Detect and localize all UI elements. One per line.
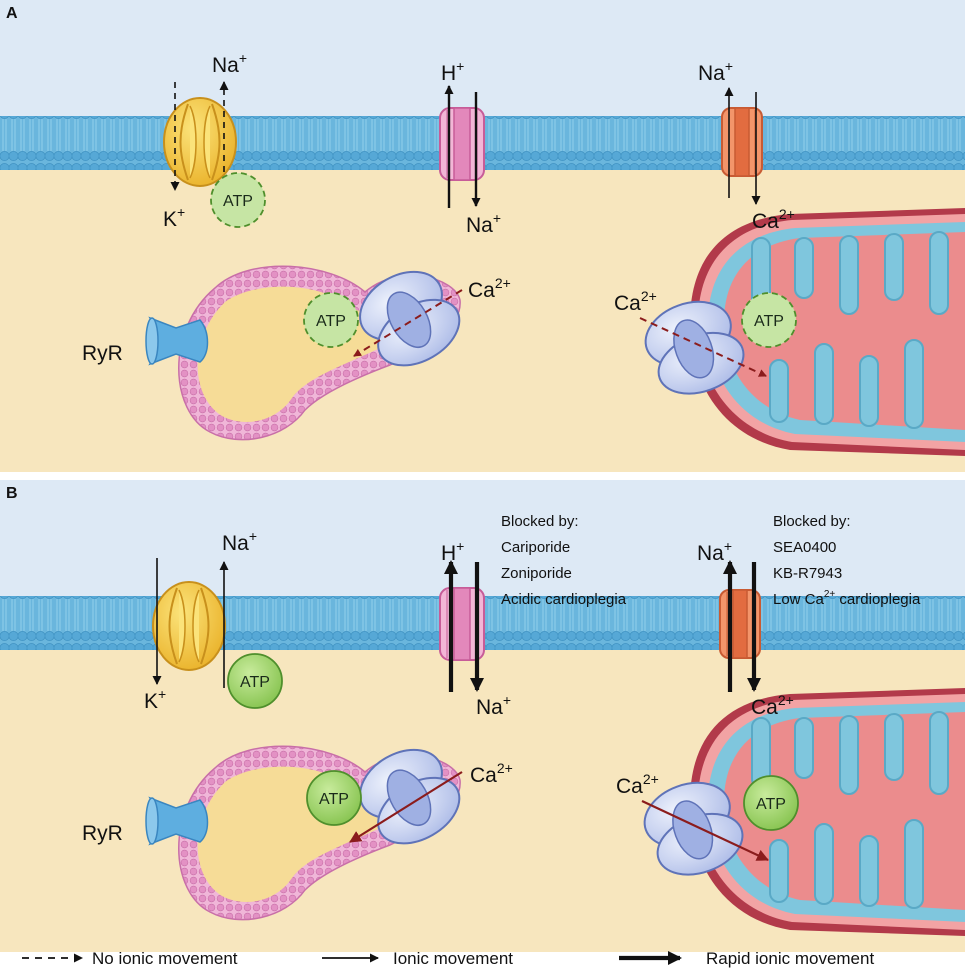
legend-item-solid: Ionic movement (322, 949, 513, 968)
sr-ca-dashed-arrow (353, 289, 463, 357)
mitochondrion (689, 207, 965, 457)
atp-label-serca: ATP (316, 313, 346, 330)
atp-circle-serca (306, 770, 362, 826)
svg-text:KB-R7943: KB-R7943 (773, 565, 842, 582)
nhe-bottom-ion: Na+ (466, 210, 501, 237)
nhe-top-ion: H+ (441, 58, 464, 85)
ncx-top-ion: Na+ (697, 538, 732, 565)
svg-text:Low Ca2+ cardioplegia: Low Ca2+ cardioplegia (773, 589, 921, 608)
atp-label-mito: ATP (756, 796, 786, 813)
legend-item-dashed: No ionic movement (22, 949, 238, 968)
ryr-label: RyR (82, 822, 123, 845)
panel-letter-a: A (6, 5, 18, 22)
atp-label-mito: ATP (754, 313, 784, 330)
mito-ca-arrow (641, 800, 769, 861)
legend-bold-label: Rapid ionic movement (706, 949, 874, 968)
nhe-exchanger (439, 107, 485, 181)
nka-bottom-ion: K+ (144, 686, 166, 713)
svg-text:SEA0400: SEA0400 (773, 539, 836, 556)
panel-letter-b: B (6, 485, 18, 502)
svg-text:Blocked by:: Blocked by: (501, 513, 579, 530)
panel-a: A RyR Na+ K+ ATP H+ Na+ Na+ Ca2+ ATP Ca2… (0, 0, 965, 472)
atp-label-nka: ATP (223, 193, 253, 210)
atp-label-serca: ATP (319, 791, 349, 808)
atp-circle-mito (741, 292, 797, 348)
nhe-top-ion: H+ (441, 538, 464, 565)
mito-ca-label: Ca2+ (614, 288, 657, 315)
ncx-top-ion: Na+ (698, 58, 733, 85)
atp-circle-serca (303, 292, 359, 348)
ncx-bottom-ion: Ca2+ (752, 206, 795, 233)
mitochondrion (689, 687, 965, 937)
legend: No ionic movement Ionic movement Rapid i… (22, 949, 874, 968)
nka-top-ion: Na+ (212, 50, 247, 77)
nhe-blockers-note: Blocked by: Cariporide Zoniporide Acidic… (501, 513, 627, 608)
nka-top-ion: Na+ (222, 528, 257, 555)
legend-dashed-label: No ionic movement (92, 949, 238, 968)
nka-bottom-ion: K+ (163, 204, 185, 231)
na-k-atpase (152, 581, 226, 671)
atp-circle-mito (743, 775, 799, 831)
legend-item-bold: Rapid ionic movement (619, 949, 874, 968)
svg-text:Zoniporide: Zoniporide (501, 565, 572, 582)
svg-text:Acidic cardioplegia: Acidic cardioplegia (501, 591, 627, 608)
sr-ca-arrow (349, 771, 463, 843)
mito-ca-label: Ca2+ (616, 771, 659, 798)
legend-solid-label: Ionic movement (393, 949, 513, 968)
atp-label-nka: ATP (240, 674, 270, 691)
panel-b: B RyR Na+ K+ ATP H+ Na+ Blocked by: Cari… (0, 480, 965, 952)
atp-circle-nka (227, 653, 283, 709)
ncx-blockers-note: Blocked by: SEA0400 KB-R7943 Low Ca2+ ca… (773, 513, 921, 608)
nhe-bottom-ion: Na+ (476, 692, 511, 719)
svg-text:Blocked by:: Blocked by: (773, 513, 851, 530)
sr-ca-label: Ca2+ (468, 275, 511, 302)
svg-text:Cariporide: Cariporide (501, 539, 570, 556)
ryr-label: RyR (82, 342, 123, 365)
atp-circle-nka (210, 172, 266, 228)
ncx-bottom-ion: Ca2+ (751, 692, 794, 719)
sr-ca-label: Ca2+ (470, 760, 513, 787)
